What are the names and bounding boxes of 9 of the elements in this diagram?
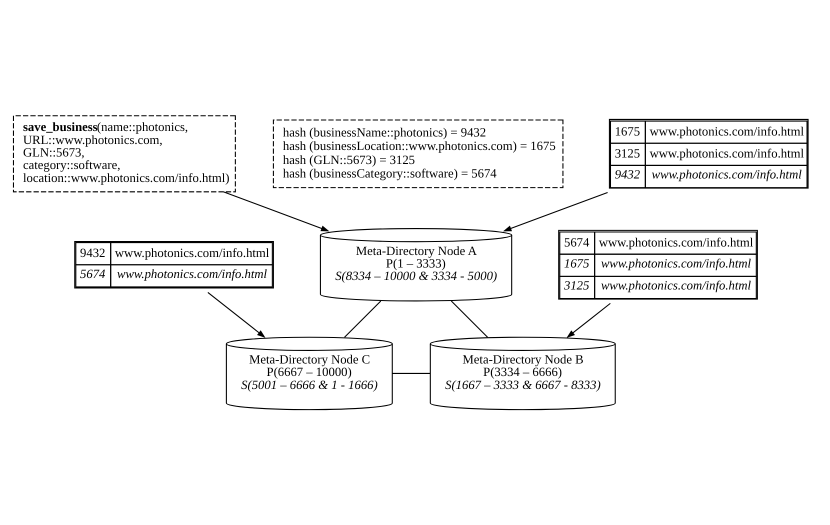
node-box: save_business(name::photonics, URL::www.photonics.com, GLN::5673, category::software, location::www.photonics.com/info.html) <box>12 115 236 192</box>
arrow <box>208 292 266 338</box>
arrow <box>566 302 611 338</box>
arrow <box>503 192 608 232</box>
node-box: hash (businessName::photonics) = 9432 hash (businessLocation::www.photonics.com) = 1675 hash (GLN::5673) = 3125 hash (businessCategory::software) = 5674 <box>272 119 564 188</box>
connector <box>450 300 488 338</box>
connector <box>344 300 382 338</box>
connector <box>392 372 430 374</box>
arrow <box>223 191 330 232</box>
